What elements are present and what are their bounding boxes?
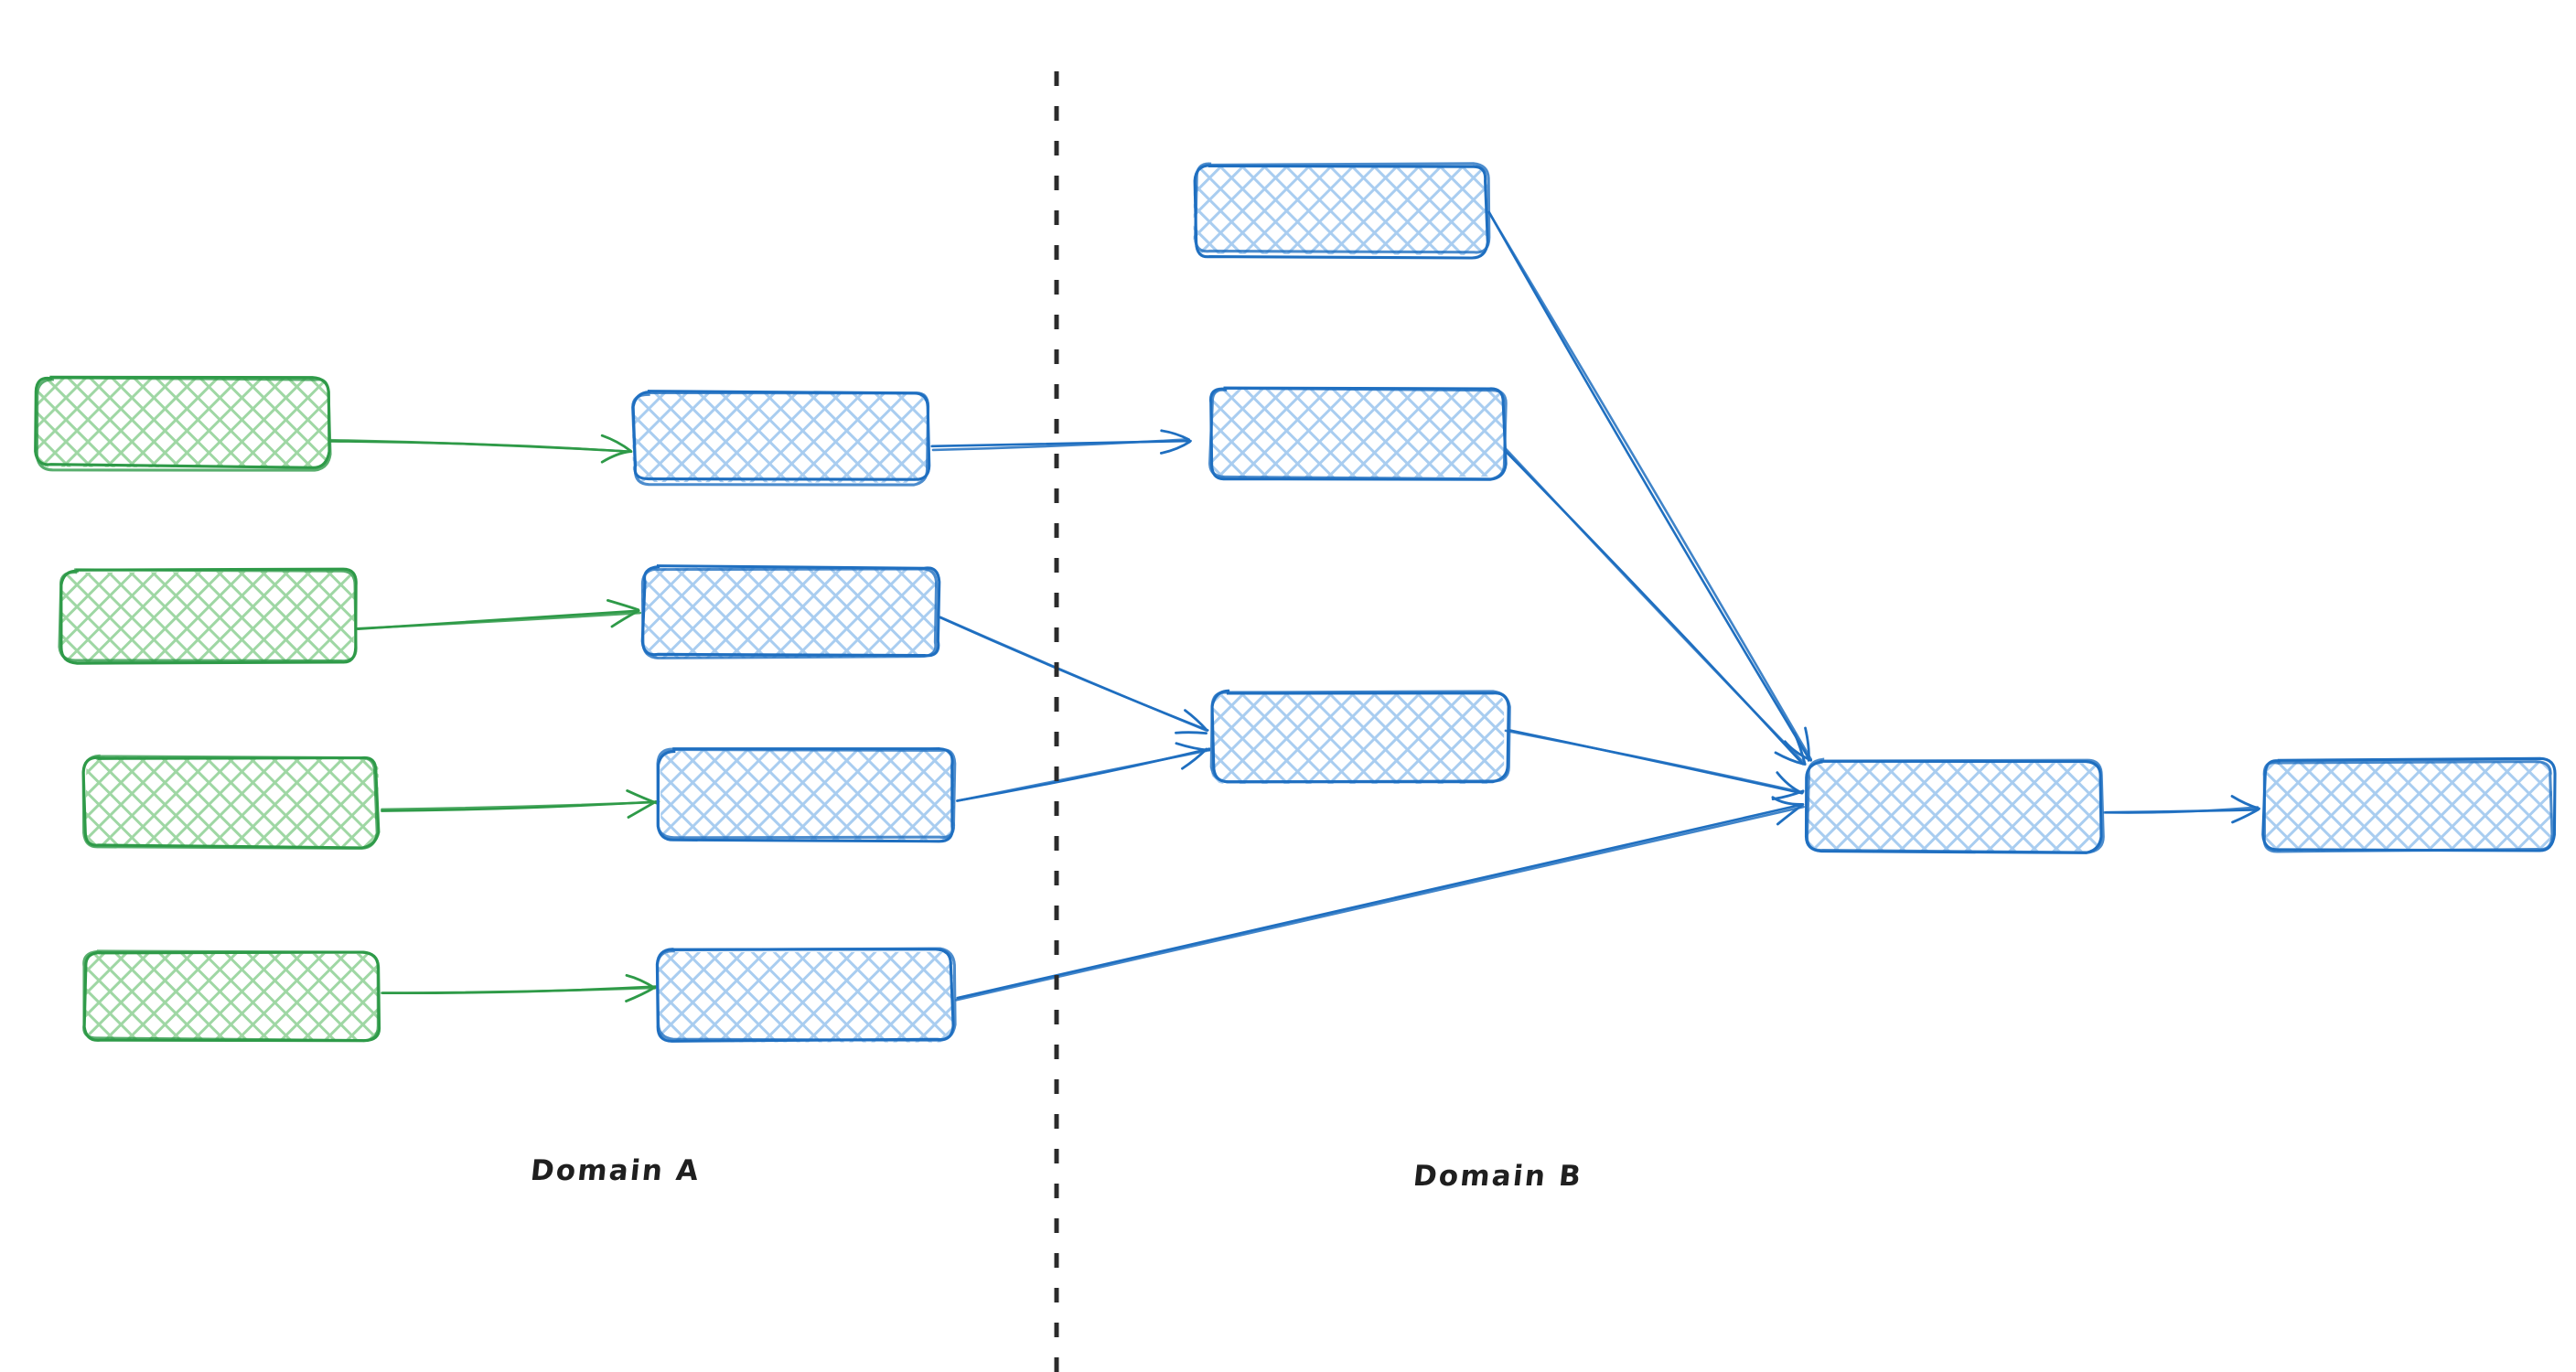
node-outline [1209,690,1511,784]
edge-e7 [955,742,1211,802]
node-outline [2262,760,2554,853]
node-outline [1208,386,1508,481]
node-box-blue-b-1[interactable] [1194,165,1487,254]
node-fill [1211,691,1505,785]
node-blue-b-3[interactable] [1209,689,1511,785]
node-outline [35,376,332,472]
node-outline [631,391,930,487]
node-box-blue-hub[interactable] [1807,762,2099,852]
node-outline [81,754,379,850]
node-blue-b-1[interactable] [1193,162,1491,260]
node-outline [656,947,957,1042]
node-blue-a-4[interactable] [655,947,957,1043]
edge-e8 [954,796,1805,1002]
node-fill [85,756,379,847]
node-outline [640,567,939,659]
edge-e9 [1487,210,1813,762]
node-fill [1193,165,1487,255]
label-domain-a: Domain A [529,1154,703,1187]
node-box-blue-b-3[interactable] [1212,693,1507,783]
edge-e10 [1504,447,1807,766]
node-fill [60,571,355,663]
node-blue-a-1[interactable] [631,390,931,487]
node-fill [1806,761,2100,852]
node-box-green-a-4[interactable] [85,953,380,1043]
edge-layer [328,210,2260,1002]
edge-e1 [328,434,633,464]
node-fill [36,378,328,468]
node-outline [656,747,957,840]
node-box-green-a-3[interactable] [85,757,378,847]
node-blue-hub[interactable] [1804,757,2105,854]
node-layer [34,162,2557,1043]
edge-e3 [381,789,660,819]
node-fill [631,392,928,483]
node-green-a-3[interactable] [81,754,381,850]
node-blue-b-2[interactable] [1208,386,1508,481]
node-box-blue-a-3[interactable] [660,750,955,840]
node-fill [1209,387,1505,478]
node-box-blue-a-4[interactable] [659,951,953,1041]
node-box-green-a-1[interactable] [37,378,327,467]
node-box-blue-final[interactable] [2264,761,2553,851]
edge-e5 [930,429,1192,455]
node-green-a-4[interactable] [82,949,381,1043]
edge-e12 [2103,795,2260,824]
edge-e11 [1504,728,1805,801]
node-outline [1194,162,1491,254]
node-green-a-1[interactable] [34,375,332,472]
node-outline [656,747,954,843]
node-blue-final[interactable] [2261,756,2557,853]
edge-e4 [381,973,658,1002]
node-fill [2263,761,2553,852]
node-box-blue-a-1[interactable] [633,393,928,483]
node-outline [1805,757,2105,854]
edge-e2 [354,598,642,630]
node-blue-a-2[interactable] [640,564,941,659]
node-box-blue-b-2[interactable] [1209,389,1504,478]
edge-e6 [937,615,1209,734]
node-fill [641,566,938,659]
node-outline [58,568,358,663]
node-fill [660,749,955,841]
node-blue-a-3[interactable] [656,747,957,843]
node-fill [657,951,953,1043]
label-domain-b: Domain B [1411,1160,1584,1193]
node-box-green-a-2[interactable] [62,572,355,661]
node-green-a-2[interactable] [58,567,358,665]
node-fill [85,953,380,1042]
node-outline [82,949,380,1043]
node-box-blue-a-2[interactable] [642,567,937,657]
